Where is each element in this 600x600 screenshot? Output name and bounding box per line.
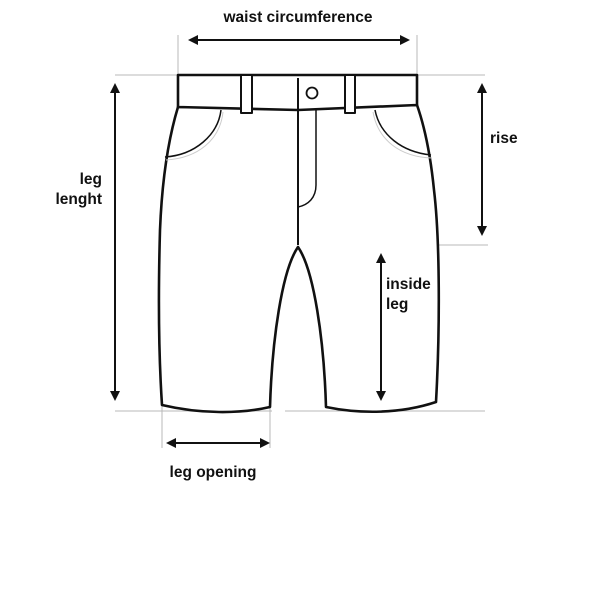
pocket-right bbox=[374, 109, 432, 156]
button-icon bbox=[305, 86, 319, 100]
leg-length-label-line1: leg bbox=[80, 171, 102, 188]
fly-stitching bbox=[297, 110, 317, 208]
belt-loop-left bbox=[240, 74, 253, 114]
shorts-illustration bbox=[157, 73, 441, 414]
shorts-body bbox=[157, 103, 441, 414]
waist-circumference-label: waist circumference bbox=[222, 9, 372, 26]
pocket-left bbox=[164, 109, 222, 158]
inside-leg-label-line1: inside bbox=[386, 276, 431, 293]
belt-loop-right bbox=[344, 74, 356, 114]
rise-label: rise bbox=[490, 130, 518, 147]
inside-leg-label-line2: leg bbox=[386, 296, 408, 313]
leg-opening-label: leg opening bbox=[170, 464, 257, 481]
leg-length-label-line2: lenght bbox=[56, 191, 103, 208]
